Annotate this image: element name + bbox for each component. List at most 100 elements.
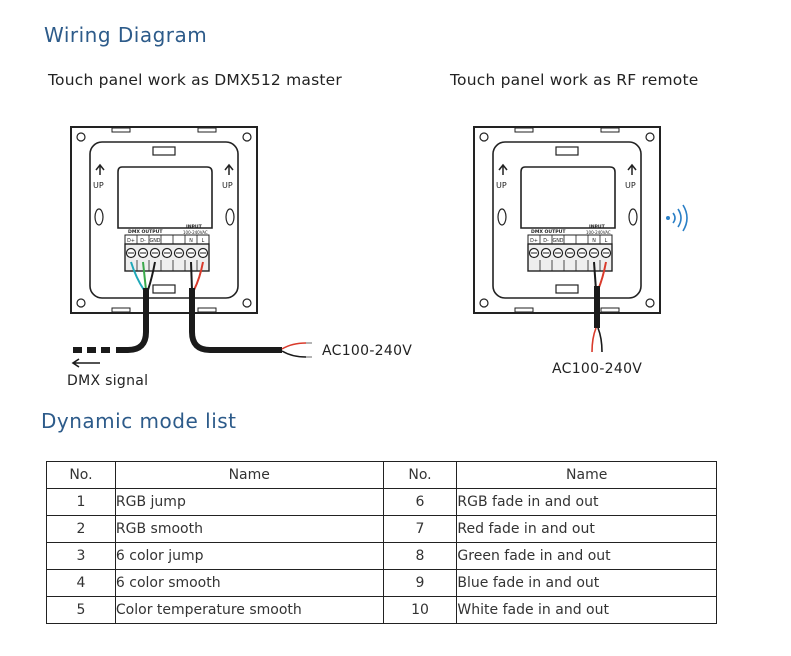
- right-tab-top: [555, 146, 579, 156]
- left-term-label-1: D+: [127, 238, 135, 244]
- mode-no: 4: [46, 569, 116, 597]
- right-wiring-diagram: UP UP DMX OUTPUT INPUT 100-240VAC D+ D- …: [473, 126, 688, 353]
- dynamic-mode-list-title: Dynamic mode list: [41, 409, 237, 433]
- left-module-body: [117, 166, 213, 229]
- left-terminal-bottom-dividers: [136, 260, 198, 271]
- left-wiring-diagram: UP UP DMX OUTPUT INPUT 100-240VAC D+ D- …: [70, 126, 312, 368]
- right-slot-left: [497, 208, 507, 226]
- mode-no: 8: [382, 542, 458, 570]
- right-term-label-7: L: [605, 238, 608, 244]
- mode-no: 5: [46, 596, 116, 624]
- left-tab-bottom: [152, 284, 176, 294]
- right-notch-top-l: [514, 127, 534, 133]
- left-slot-right: [225, 208, 235, 226]
- right-terminal-dividers: [539, 235, 601, 244]
- left-terminal-labels: D+ D- GND N L: [127, 238, 205, 244]
- mode-name: Blue fade in and out: [456, 569, 717, 597]
- right-terminal-label-strip: [527, 234, 613, 245]
- left-notch-bot-l: [111, 307, 131, 313]
- mode-no: 9: [382, 569, 458, 597]
- right-input-label: INPUT: [589, 224, 606, 230]
- table-header-row: No. Name No. Name: [46, 461, 717, 489]
- left-screw-br: [242, 298, 252, 308]
- table-row: 5 Color temperature smooth 10 White fade…: [46, 596, 717, 624]
- right-up-arrow-r: [627, 163, 637, 175]
- mode-name: Green fade in and out: [456, 542, 717, 570]
- right-tab-bottom: [555, 284, 579, 294]
- left-notch-bot-r: [197, 307, 217, 313]
- left-up-text-l: UP: [93, 181, 104, 190]
- left-up-arrow-l: [95, 163, 105, 175]
- left-inner-frame: [89, 141, 239, 299]
- left-input-voltage: 100-240VAC: [183, 230, 208, 235]
- left-tab-top: [152, 146, 176, 156]
- left-screw-tl: [76, 132, 86, 142]
- left-term-label-7: L: [202, 238, 205, 244]
- right-up-text-r: UP: [625, 181, 636, 190]
- mode-name: RGB fade in and out: [456, 488, 717, 516]
- right-notch-top-r: [600, 127, 620, 133]
- header-no: No.: [46, 461, 116, 489]
- mode-name: RGB smooth: [114, 515, 384, 543]
- right-notch-bot-l: [514, 307, 534, 313]
- mode-name: RGB jump: [114, 488, 384, 516]
- left-term-label-3: GND: [150, 238, 161, 244]
- right-term-label-2: D-: [543, 238, 549, 244]
- table-row: 4 6 color smooth 9 Blue fade in and out: [46, 569, 717, 597]
- mode-name: 6 color smooth: [114, 569, 384, 597]
- header-name: Name: [114, 461, 384, 489]
- left-up-text-r: UP: [222, 181, 233, 190]
- left-dmx-cable: [116, 288, 149, 353]
- mode-no: 1: [46, 488, 116, 516]
- mode-no: 7: [382, 515, 458, 543]
- mode-name: Red fade in and out: [456, 515, 717, 543]
- left-up-arrow-r: [224, 163, 234, 175]
- left-ac-wire-l: [193, 261, 204, 291]
- dmx-dash-3: [73, 347, 82, 353]
- left-dmx-wire-green: [142, 261, 147, 291]
- right-term-label-6: N: [592, 238, 596, 244]
- wiring-diagram-title: Wiring Diagram: [44, 23, 208, 47]
- right-screw-br: [645, 298, 655, 308]
- right-slot-right: [628, 208, 638, 226]
- right-term-label-1: D+: [530, 238, 538, 244]
- left-screw-bl: [76, 298, 86, 308]
- left-ac-lead-red: [281, 342, 307, 350]
- dmx-signal-label: DMX signal: [67, 373, 149, 389]
- left-term-label-2: D-: [140, 238, 146, 244]
- mode-no: 2: [46, 515, 116, 543]
- right-ac-lead-dark: [597, 327, 603, 353]
- mode-no: 6: [382, 488, 458, 516]
- header-no-2: No.: [382, 461, 458, 489]
- table-row: 1 RGB jump 6 RGB fade in and out: [46, 488, 717, 516]
- left-caption: Touch panel work as DMX512 master: [48, 71, 342, 89]
- right-up-arrow-l: [498, 163, 508, 175]
- right-terminal-labels: D+ D- GND N L: [530, 238, 608, 244]
- rf-signal-icon: [666, 204, 688, 232]
- right-up-text-l: UP: [496, 181, 507, 190]
- dynamic-mode-table: No. Name No. Name 1 RGB jump 6 RGB fade …: [46, 461, 717, 624]
- header-name-2: Name: [456, 461, 717, 489]
- right-screw-tr: [645, 132, 655, 142]
- mode-no: 10: [382, 596, 458, 624]
- left-dmx-wire-black: [147, 261, 156, 291]
- left-ac-wire-n: [190, 261, 193, 291]
- right-ac-label: AC100-240V: [552, 361, 643, 377]
- left-ac-lead-tips: [306, 342, 312, 358]
- left-dmx-wire-cyan: [130, 261, 145, 291]
- mode-name: White fade in and out: [456, 596, 717, 624]
- left-screw-tr: [242, 132, 252, 142]
- left-ac-cable: [189, 288, 282, 353]
- right-inner-frame: [492, 141, 642, 299]
- table-row: 3 6 color jump 8 Green fade in and out: [46, 542, 717, 570]
- left-output-label: DMX OUTPUT: [128, 229, 163, 235]
- left-ac-lead-dark: [281, 350, 307, 358]
- right-output-label: DMX OUTPUT: [531, 229, 566, 235]
- right-ac-lead-red: [591, 327, 597, 353]
- left-term-label-6: N: [189, 238, 193, 244]
- left-terminal-dividers: [136, 235, 198, 244]
- right-notch-bot-r: [600, 307, 620, 313]
- right-term-label-3: GND: [553, 238, 564, 244]
- right-caption: Touch panel work as RF remote: [450, 71, 699, 89]
- right-input-voltage: 100-240VAC: [586, 230, 611, 235]
